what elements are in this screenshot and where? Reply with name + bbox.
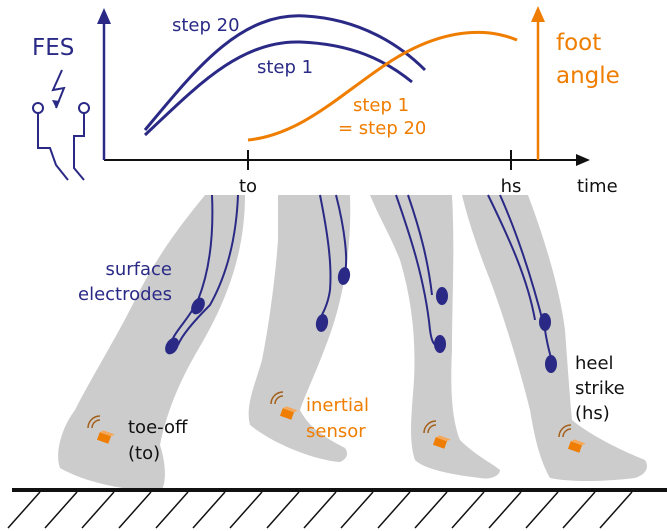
foot-curve-label-line2: = step 20	[338, 118, 426, 139]
timing-plot	[97, 6, 590, 170]
inertial-sensor-icon	[270, 391, 298, 420]
ground-hatch-line	[414, 491, 448, 529]
ground-hatch-line	[599, 491, 633, 529]
ground-hatch-line	[44, 491, 78, 529]
inertial-sensor-icon	[558, 424, 586, 453]
ground-hatch-line	[525, 491, 559, 529]
curve-label-step20: step 20	[172, 15, 240, 36]
sensor-label-line1: inertial	[306, 395, 369, 416]
foot-angle-label-line1: foot	[556, 30, 601, 56]
foot-curve-label-line1: step 1	[353, 95, 409, 116]
lightning-stimulator-icon	[32, 69, 90, 181]
toe-off-label-line2: (to)	[128, 443, 160, 464]
ground-hatch-line	[488, 491, 522, 529]
ground-hatch-line	[155, 491, 189, 529]
leg-1-toe-off	[58, 194, 245, 492]
ground-hatch-line	[451, 491, 485, 529]
foot-angle-curve	[247, 30, 518, 142]
electrodes-label-line1: surface	[105, 259, 172, 280]
foot-angle-axis-arrow-icon	[531, 6, 545, 22]
electrodes-label-line2: electrodes	[78, 284, 172, 305]
ground-hatch-line	[377, 491, 411, 529]
ground-hatch-line	[192, 491, 226, 529]
ground	[7, 488, 667, 529]
heel-strike-label-line2: strike	[575, 378, 625, 399]
toe-off-label-line1: toe-off	[128, 417, 188, 438]
ground-hatch-line	[340, 491, 374, 529]
ground-hatch-line	[118, 491, 152, 529]
leg-3	[370, 194, 500, 479]
ground-hatch-line	[7, 491, 41, 529]
fes-axis-label: FES	[32, 35, 74, 61]
x-axis-label: time	[577, 176, 618, 197]
leg-4-heel-strike	[462, 194, 647, 481]
inertial-sensor-icon	[423, 420, 451, 449]
sensor-label-line2: sensor	[306, 421, 366, 442]
fes-curve-step20	[143, 14, 427, 131]
curve-label-step1: step 1	[257, 57, 313, 78]
ground-hatch-line	[266, 491, 300, 529]
foot-angle-label-line2: angle	[556, 63, 620, 89]
tick-label-hs: hs	[501, 176, 522, 197]
ground-hatch-line	[81, 491, 115, 529]
fes-axis-arrow-icon	[97, 8, 111, 24]
x-axis-arrow-icon	[576, 154, 590, 166]
heel-strike-label-line3: (hs)	[575, 403, 610, 424]
inertial-sensor-icon	[87, 415, 115, 444]
ground-hatch-line	[229, 491, 263, 529]
ground-hatch-line	[303, 491, 337, 529]
fes-curve-step1	[143, 40, 413, 137]
tick-label-to: to	[239, 176, 257, 197]
heel-strike-label-line1: heel	[575, 353, 614, 374]
ground-hatch-line	[562, 491, 596, 529]
